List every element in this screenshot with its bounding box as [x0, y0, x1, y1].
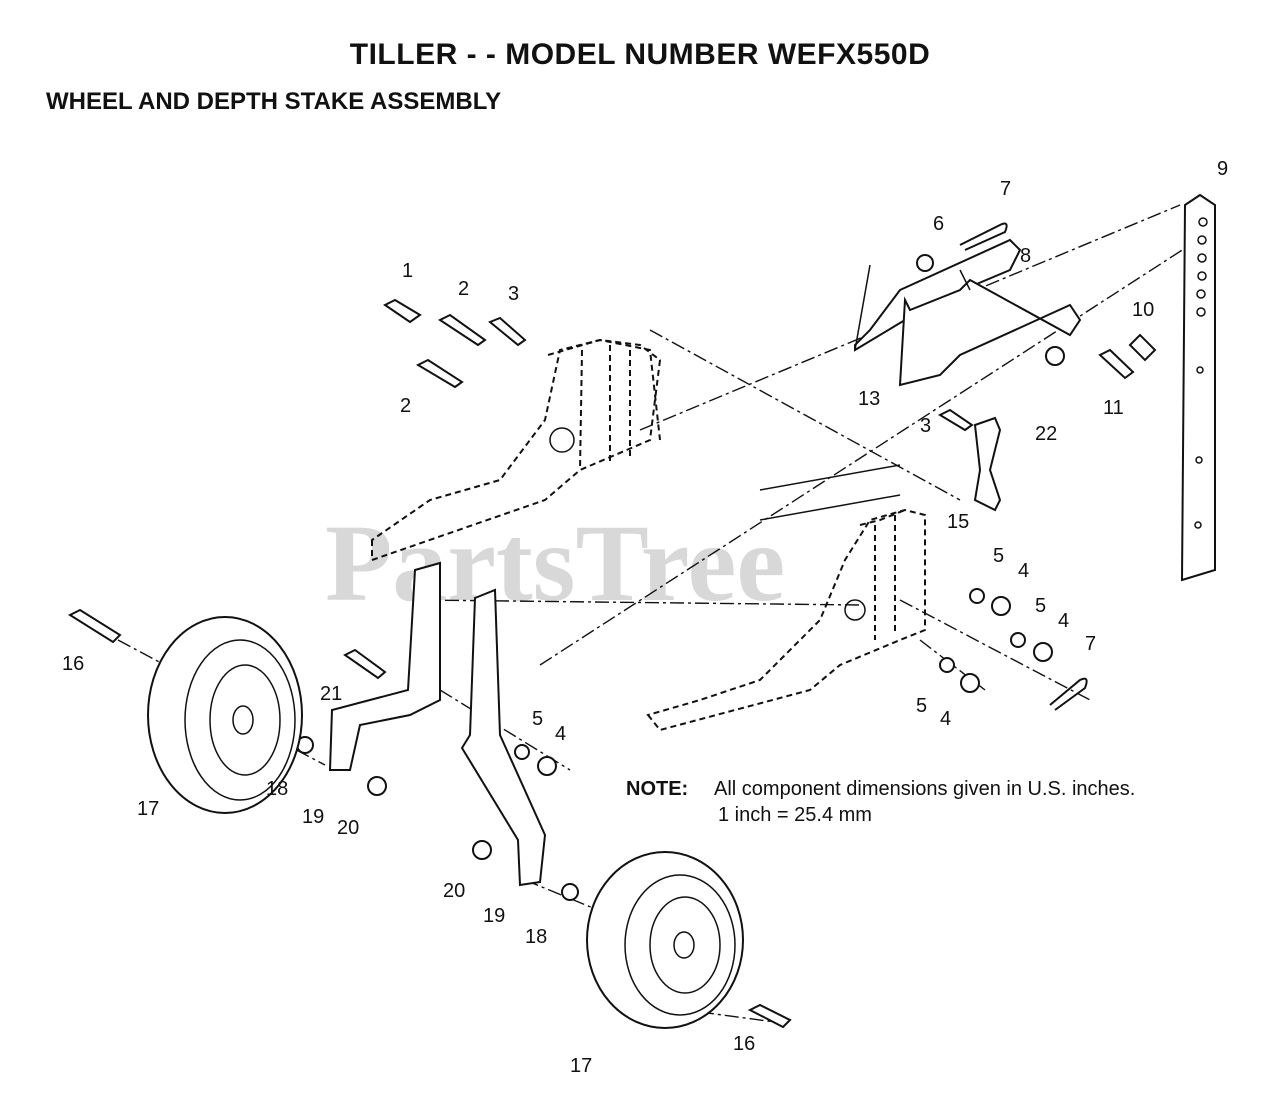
callout-4: 4: [555, 723, 566, 745]
callout-5: 5: [532, 708, 543, 730]
callout-15: 15: [947, 511, 969, 533]
wheel-brackets: [328, 561, 547, 887]
hardware: [67, 222, 1157, 1029]
callout-1: 1: [402, 260, 413, 282]
callout-5: 5: [1035, 595, 1046, 617]
note-block: NOTE: All component dimensions given in U…: [626, 776, 1135, 828]
callouts: 1 2 2 3 3 4 4 4 4 5 5 5 5 6 7 7 8 9 10 1…: [62, 158, 1228, 1077]
callout-19: 19: [483, 905, 505, 927]
watermark: PartsTree: [325, 502, 785, 624]
callout-22: 22: [1035, 423, 1057, 445]
diagram-title: TILLER - - MODEL NUMBER WEFX550D: [349, 38, 931, 71]
callout-20: 20: [337, 817, 359, 839]
callout-18: 18: [525, 926, 547, 948]
callout-3: 3: [920, 415, 931, 437]
tiller-frame: [371, 338, 926, 732]
callout-4: 4: [940, 708, 951, 730]
callout-17: 17: [137, 798, 159, 820]
callout-18: 18: [266, 778, 288, 800]
callout-9: 9: [1217, 158, 1228, 180]
callout-2: 2: [400, 395, 411, 417]
callout-7: 7: [1000, 178, 1011, 200]
callout-10: 10: [1132, 299, 1154, 321]
callout-13: 13: [858, 388, 880, 410]
callout-20: 20: [443, 880, 465, 902]
callout-4: 4: [1058, 610, 1069, 632]
callout-4: 4: [1018, 560, 1029, 582]
callout-6: 6: [933, 213, 944, 235]
note-label: NOTE:: [626, 778, 689, 800]
callout-3: 3: [508, 283, 519, 305]
callout-16: 16: [733, 1033, 755, 1055]
depth-stake: [1180, 193, 1216, 582]
callout-5: 5: [916, 695, 927, 717]
callout-2: 2: [458, 278, 469, 300]
wheel-left: [147, 616, 303, 814]
diagram-subtitle: WHEEL AND DEPTH STAKE ASSEMBLY: [46, 88, 502, 115]
callout-8: 8: [1020, 245, 1031, 267]
callout-16: 16: [62, 653, 84, 675]
callout-19: 19: [302, 806, 324, 828]
callout-5: 5: [993, 545, 1004, 567]
depth-latch: [973, 416, 1002, 512]
callout-11: 11: [1103, 397, 1124, 419]
note-line-1: All component dimensions given in U.S. i…: [714, 778, 1136, 800]
note-line-2: 1 inch = 25.4 mm: [718, 804, 872, 826]
callout-17: 17: [570, 1055, 592, 1077]
callout-7: 7: [1085, 633, 1096, 655]
callout-21: 21: [320, 683, 342, 705]
stake-brackets: [854, 238, 1082, 387]
wheel-right: [586, 851, 744, 1029]
